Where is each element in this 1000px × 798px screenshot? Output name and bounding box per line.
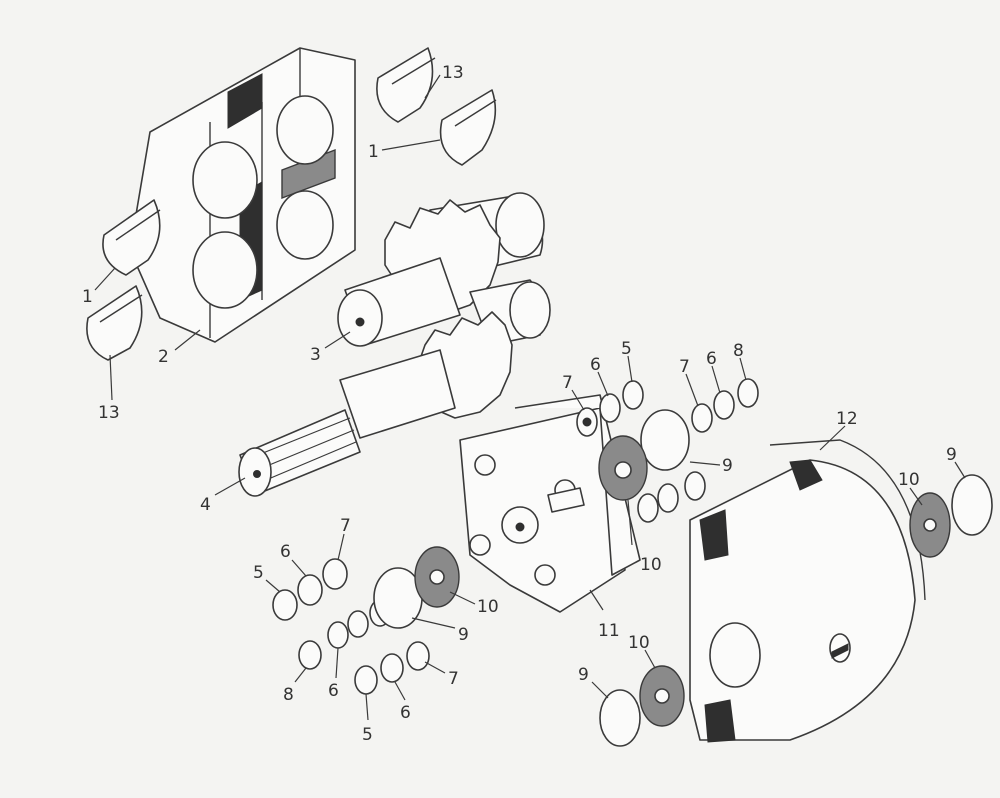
label-7b: 7: [679, 357, 690, 377]
label-6d: 6: [328, 681, 339, 701]
label-10b: 10: [640, 555, 662, 575]
label-2: 2: [158, 347, 169, 367]
flange-part-11: [459, 394, 641, 613]
label-5b: 5: [253, 563, 264, 583]
label-4: 4: [200, 495, 211, 515]
label-5c: 5: [362, 725, 373, 745]
part-labels: 13 1 1 2 13 3 4 7 6 5 7 6 8 9 12 10 9 10…: [82, 63, 957, 745]
label-9b: 9: [946, 445, 957, 465]
drive-gear-part-4: [238, 279, 551, 497]
label-6c: 6: [280, 542, 291, 562]
bushing-part-1-top: [439, 89, 497, 166]
label-10a: 10: [898, 470, 920, 490]
leader-lines: [94, 74, 966, 721]
label-5a: 5: [621, 339, 632, 359]
label-3: 3: [310, 345, 321, 365]
label-12: 12: [836, 409, 858, 429]
label-8a: 8: [733, 341, 744, 361]
label-9d: 9: [578, 665, 589, 685]
label-1a: 1: [368, 142, 379, 162]
label-6a: 6: [590, 355, 601, 375]
label-7d: 7: [448, 669, 459, 689]
label-13a: 13: [442, 63, 464, 83]
seal-rings-group: [272, 378, 993, 747]
driven-gear-part-3: [337, 192, 545, 347]
cover-part-12: [689, 439, 926, 743]
label-10d: 10: [628, 633, 650, 653]
bushing-part-1-left: [102, 199, 161, 276]
label-9a: 9: [722, 456, 733, 476]
label-1b: 1: [82, 287, 93, 307]
label-9c: 9: [458, 625, 469, 645]
label-6e: 6: [400, 703, 411, 723]
label-7a: 7: [562, 373, 573, 393]
label-6b: 6: [706, 349, 717, 369]
label-8b: 8: [283, 685, 294, 705]
bushing-part-13-left: [86, 285, 143, 361]
label-7c: 7: [340, 516, 351, 536]
label-13b: 13: [98, 403, 120, 423]
pump-body-part-2: [129, 47, 356, 343]
label-11: 11: [598, 621, 620, 641]
bushing-part-13-top: [376, 47, 436, 123]
label-10c: 10: [477, 597, 499, 617]
